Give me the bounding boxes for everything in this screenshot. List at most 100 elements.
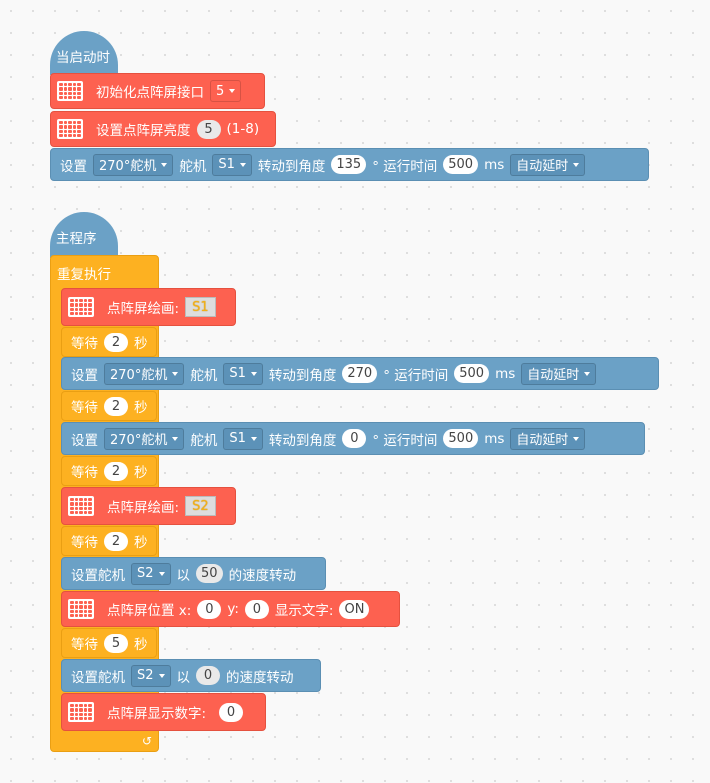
hat-block-on-start[interactable]: 当启动时: [50, 31, 118, 75]
matrix-dot: [72, 87, 77, 91]
matrix-dot: [79, 506, 83, 510]
delay-dropdown[interactable]: 自动延时: [521, 362, 597, 385]
speed-input[interactable]: 50: [196, 564, 223, 583]
sec-label: 秒: [134, 336, 148, 352]
matrix-dot: [63, 121, 68, 125]
wait-block[interactable]: 等待 2 秒: [61, 456, 157, 486]
block-label: 设置点阵屏亮度: [96, 123, 191, 139]
angle-input[interactable]: 0: [342, 429, 367, 448]
matrix-dot: [74, 303, 79, 307]
matrix-dot: [72, 91, 77, 95]
time-input[interactable]: 500: [454, 364, 490, 383]
init-matrix-block[interactable]: 初始化点阵屏接口 5: [50, 73, 265, 109]
y-input[interactable]: 0: [244, 599, 269, 619]
matrix-dot: [59, 129, 63, 133]
time-input[interactable]: 500: [443, 155, 479, 174]
servo-label: 舵机: [190, 367, 218, 384]
matrix-pattern-input[interactable]: S2: [185, 496, 216, 516]
wait-input[interactable]: 2: [104, 531, 128, 551]
chevron-down-icon: [584, 371, 591, 376]
matrix-dot: [70, 712, 74, 716]
matrix-dot: [79, 510, 83, 514]
x-input[interactable]: 0: [197, 599, 222, 619]
matrix-dot: [79, 704, 83, 708]
wait-block[interactable]: 等待 5 秒: [61, 628, 157, 658]
servo-port-dropdown[interactable]: S2: [131, 664, 171, 687]
brightness-input[interactable]: 5: [196, 119, 221, 139]
matrix-dot: [88, 307, 92, 311]
wait-block[interactable]: 等待 2 秒: [61, 327, 157, 357]
matrix-dot: [74, 510, 79, 514]
loop-label: 重复执行: [57, 267, 111, 283]
servo-port-dropdown[interactable]: S1: [223, 362, 263, 385]
wait-input[interactable]: 5: [104, 633, 128, 653]
matrix-dot: [72, 83, 77, 87]
matrix-dot: [74, 704, 79, 708]
matrix-dot: [83, 704, 88, 708]
matrix-dot: [74, 502, 79, 506]
chevron-down-icon: [239, 162, 246, 167]
servo-speed-block[interactable]: 设置舵机 S2 以 0 的速度转动: [61, 659, 321, 692]
matrix-dot: [88, 716, 92, 720]
brightness-block[interactable]: 设置点阵屏亮度 5 (1-8): [50, 111, 276, 147]
matrix-dot: [70, 704, 74, 708]
servo-type-dropdown[interactable]: 270°舵机: [104, 427, 185, 450]
chevron-down-icon: [573, 162, 580, 167]
runtime-label: ° 运行时间: [372, 432, 438, 449]
matrix-dot: [88, 303, 92, 307]
matrix-text-block[interactable]: 点阵屏位置 x: 0 y: 0 显示文字: ON: [61, 591, 400, 627]
wait-block[interactable]: 等待 2 秒: [61, 391, 157, 421]
matrix-dot: [70, 307, 74, 311]
matrix-dot: [88, 311, 92, 315]
chevron-down-icon: [229, 89, 236, 93]
port-dropdown[interactable]: 5: [210, 80, 242, 102]
draw-matrix-block[interactable]: 点阵屏绘画: S1: [61, 288, 236, 326]
wait-input[interactable]: 2: [104, 396, 128, 416]
delay-dropdown[interactable]: 自动延时: [510, 153, 586, 176]
matrix-number-block[interactable]: 点阵屏显示数字: 0: [61, 693, 266, 731]
servo-port-dropdown[interactable]: S1: [212, 153, 252, 176]
matrix-dot: [68, 83, 72, 87]
servo-angle-block[interactable]: 设置 270°舵机 舵机 S1 转动到角度 135 ° 运行时间 500 ms …: [50, 148, 649, 181]
matrix-dot: [83, 311, 88, 315]
wait-input[interactable]: 2: [104, 332, 128, 352]
hat-block-main[interactable]: 主程序: [50, 212, 118, 258]
servo-angle-block[interactable]: 设置 270°舵机 舵机 S1 转动到角度 0 ° 运行时间 500 ms 自动…: [61, 422, 645, 455]
matrix-dot: [63, 91, 68, 95]
set-label: 设置: [71, 367, 98, 384]
block-label: 点阵屏绘画:: [107, 500, 180, 516]
matrix-dot: [68, 129, 72, 133]
matrix-pattern-input[interactable]: S1: [185, 297, 216, 317]
angle-input[interactable]: 270: [342, 364, 378, 383]
time-input[interactable]: 500: [443, 429, 479, 448]
speed-input[interactable]: 0: [196, 666, 221, 685]
servo-speed-block[interactable]: 设置舵机 S2 以 50 的速度转动: [61, 557, 326, 590]
wait-input[interactable]: 2: [104, 461, 128, 481]
wait-label: 等待: [71, 637, 98, 653]
matrix-dot: [70, 716, 74, 720]
matrix-dot: [70, 311, 74, 315]
matrix-dot: [79, 498, 83, 502]
matrix-dot: [70, 613, 74, 617]
servo-type-dropdown[interactable]: 270°舵机: [104, 362, 185, 385]
wait-block[interactable]: 等待 2 秒: [61, 526, 157, 556]
matrix-dot: [79, 311, 83, 315]
servo-angle-block[interactable]: 设置 270°舵机 舵机 S1 转动到角度 270 ° 运行时间 500 ms …: [61, 357, 659, 390]
matrix-dot: [83, 506, 88, 510]
angle-input[interactable]: 135: [331, 155, 367, 174]
matrix-dot: [79, 601, 83, 605]
draw-matrix-block[interactable]: 点阵屏绘画: S2: [61, 487, 236, 525]
servo-type-dropdown[interactable]: 270°舵机: [93, 153, 174, 176]
servo-port-dropdown[interactable]: S1: [223, 427, 263, 450]
number-input[interactable]: 0: [219, 702, 244, 722]
chevron-down-icon: [172, 371, 179, 376]
wait-label: 等待: [71, 336, 98, 352]
matrix-dot: [70, 605, 74, 609]
delay-dropdown[interactable]: 自动延时: [510, 427, 586, 450]
sec-label: 秒: [134, 465, 148, 481]
text-input[interactable]: ON: [339, 599, 370, 619]
matrix-dot: [70, 609, 74, 613]
servo-port-dropdown[interactable]: S2: [131, 562, 171, 585]
matrix-dot: [88, 708, 92, 712]
ms-label: ms: [484, 430, 505, 447]
